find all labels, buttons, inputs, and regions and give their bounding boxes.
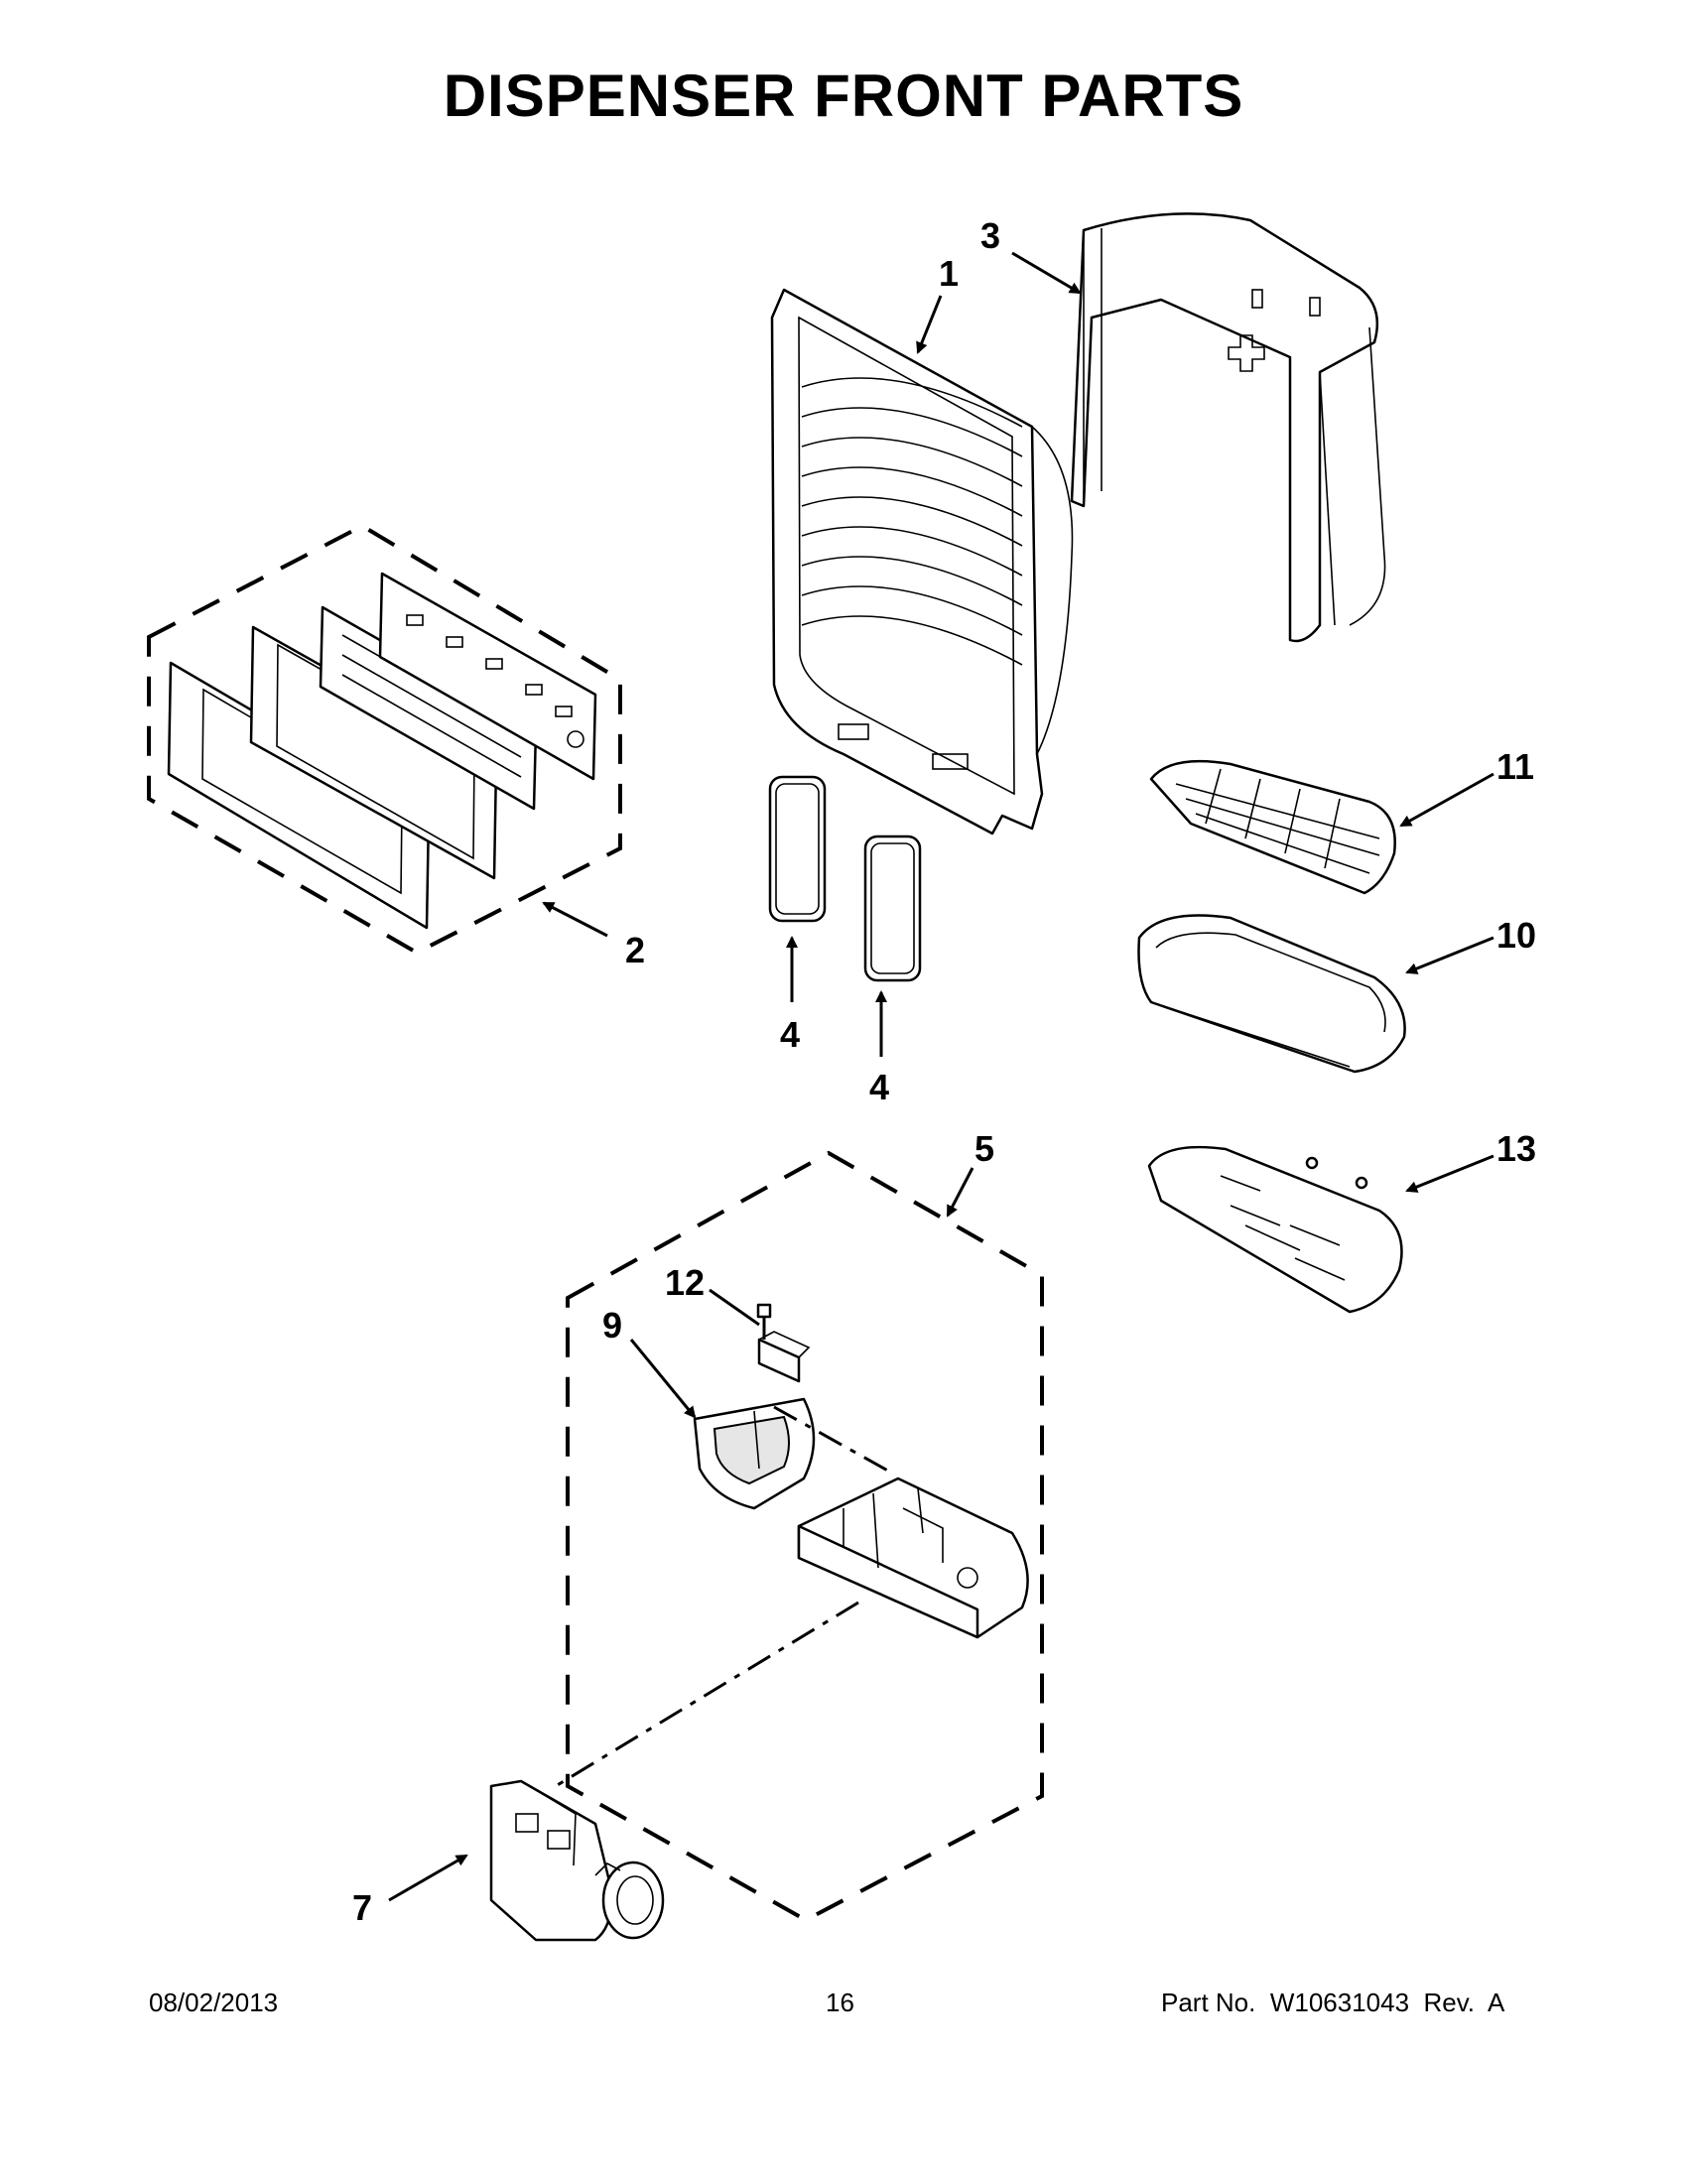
- callout-4-left: 4: [780, 1014, 800, 1055]
- leader-12: [709, 1288, 760, 1327]
- footer-page-number: 16: [826, 1988, 854, 2017]
- leader-2: [542, 901, 608, 938]
- part-7-actuator: [489, 1779, 665, 1942]
- callout-2: 2: [625, 930, 645, 970]
- leader-3: [1011, 251, 1082, 295]
- part-13-tray-base: [1147, 1145, 1403, 1314]
- leader-10: [1405, 936, 1494, 974]
- callout-1: 1: [939, 253, 959, 294]
- part-11-drip-grille: [1149, 759, 1396, 895]
- part-4-button-pad-right: [863, 835, 922, 982]
- leader-11: [1399, 772, 1494, 828]
- part-3-trim-shell: [1070, 212, 1386, 643]
- leader-7: [388, 1854, 468, 1902]
- part-10-drip-tray: [1137, 914, 1406, 1074]
- part-1-dispenser-housing: [770, 288, 1074, 835]
- callout-3: 3: [980, 215, 1000, 256]
- dispenser-lower-housing: [797, 1477, 1029, 1639]
- leader-5: [946, 1167, 974, 1218]
- part-2-control-panel-assembly: [147, 523, 622, 956]
- alignment-line-lower: [555, 1601, 859, 1788]
- alignment-line-upper: [773, 1405, 894, 1476]
- callout-9: 9: [602, 1305, 622, 1346]
- callout-12: 12: [665, 1262, 705, 1303]
- leader-13: [1405, 1154, 1494, 1193]
- callout-5: 5: [974, 1128, 994, 1169]
- footer-part-number: Part No. W10631043 Rev. A: [1161, 1988, 1505, 2017]
- footer-date: 08/02/2013: [149, 1988, 279, 2017]
- part-12-switch: [756, 1303, 811, 1383]
- leader-arrows: [388, 251, 1494, 1902]
- leader-1: [916, 295, 943, 354]
- callout-7: 7: [352, 1887, 372, 1928]
- part-9-chute-cover: [693, 1397, 816, 1510]
- part-4-button-pad-left: [768, 775, 827, 923]
- callout-labels: 1 2 3 4 4 5 7 9 10 11 12 13: [352, 215, 1536, 1928]
- part-5-dispenser-assembly-boundary: [566, 1150, 1044, 1923]
- callout-4-right: 4: [869, 1067, 889, 1107]
- leader-9: [629, 1339, 697, 1419]
- page-title: DISPENSER FRONT PARTS: [443, 63, 1244, 129]
- callout-11: 11: [1496, 746, 1534, 787]
- callout-13: 13: [1496, 1128, 1536, 1169]
- callout-10: 10: [1496, 915, 1536, 956]
